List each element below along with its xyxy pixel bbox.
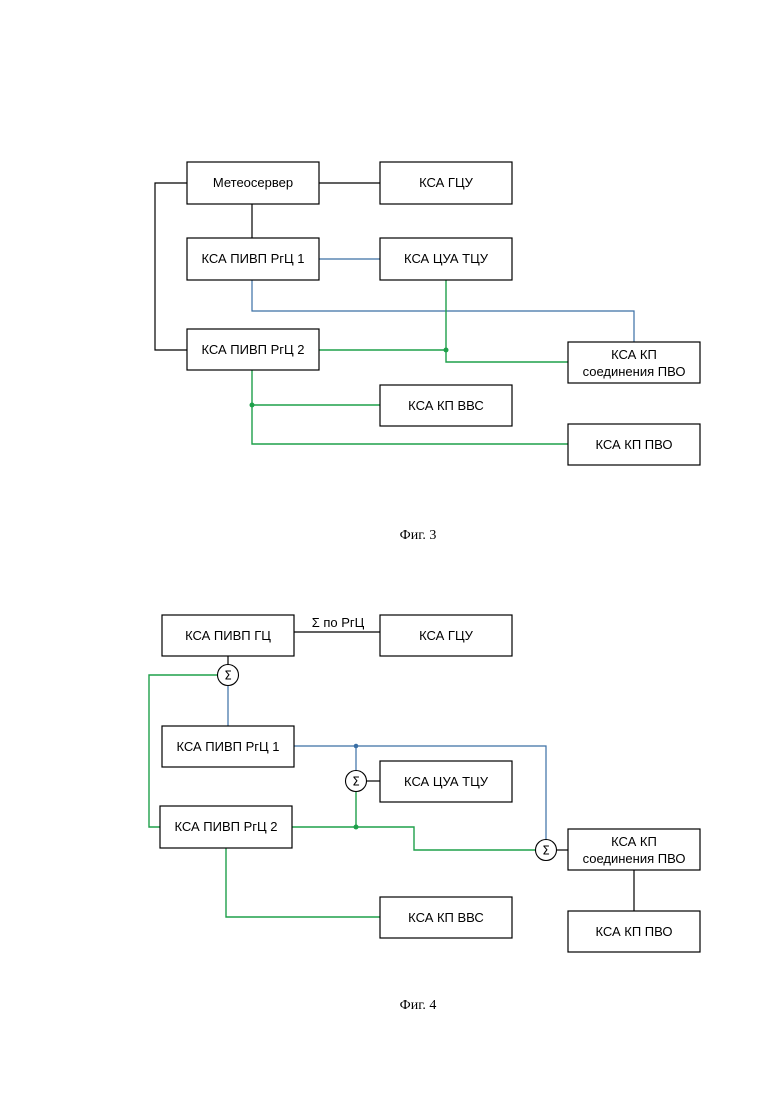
fig3-node-ksa-kp-vvs: КСА КП ВВС	[380, 385, 512, 426]
sum-symbol: Σ	[542, 844, 550, 858]
fig4-node-ksa-pivp-gc: КСА ПИВП ГЦ	[162, 615, 294, 656]
node-label: КСА ГЦУ	[419, 628, 473, 643]
fig4-node-ksa-pivp-rgc2: КСА ПИВП РгЦ 2	[160, 806, 292, 848]
fig3-caption: Фиг. 3	[400, 528, 437, 543]
fig4-edge-label: Σ по РгЦ	[312, 615, 365, 630]
fig4-caption: Фиг. 4	[400, 998, 437, 1013]
node-label-line2: соединения ПВО	[583, 364, 686, 379]
fig4-node-ksa-pivp-rgc1: КСА ПИВП РгЦ 1	[162, 726, 294, 767]
fig4-sum-node-gc: Σ	[218, 665, 239, 686]
fig3-node-ksa-cua-tcu: КСА ЦУА ТЦУ	[380, 238, 512, 280]
fig4-node-ksa-kp-pvo-link: КСА КП соединения ПВО	[568, 829, 700, 870]
node-label: КСА ПИВП РгЦ 2	[175, 819, 278, 834]
fig3-junction-dot	[250, 403, 255, 408]
fig4-junction-dot	[354, 825, 359, 830]
node-label: КСА КП ПВО	[595, 924, 672, 939]
fig3-node-ksa-kp-pvo: КСА КП ПВО	[568, 424, 700, 465]
fig4-sum-node-cua: Σ	[346, 771, 367, 792]
fig3-node-ksa-pivp-rgc1: КСА ПИВП РгЦ 1	[187, 238, 319, 280]
fig4-node-ksa-kp-vvs: КСА КП ВВС	[380, 897, 512, 938]
node-label: КСА ПИВП РгЦ 1	[202, 251, 305, 266]
fig4-node-ksa-gcu: КСА ГЦУ	[380, 615, 512, 656]
node-label: КСА ЦУА ТЦУ	[404, 774, 489, 789]
fig4-junction-dot	[354, 744, 359, 749]
node-label: КСА КП ПВО	[595, 437, 672, 452]
fig4-sum-node-kp-link: Σ	[536, 840, 557, 861]
fig4-node-ksa-cua-tcu: КСА ЦУА ТЦУ	[380, 761, 512, 802]
node-label: КСА ПИВП РгЦ 2	[202, 342, 305, 357]
fig3-node-meteoserver: Метеосервер	[187, 162, 319, 204]
fig3-node-ksa-gcu: КСА ГЦУ	[380, 162, 512, 204]
node-label: КСА ЦУА ТЦУ	[404, 251, 489, 266]
node-label: КСА ПИВП РгЦ 1	[177, 739, 280, 754]
fig4-diagram: Σ по РгЦ Σ Σ Σ	[149, 615, 700, 1013]
sum-symbol: Σ	[224, 669, 232, 683]
fig4-node-ksa-kp-pvo: КСА КП ПВО	[568, 911, 700, 952]
fig3-node-ksa-kp-pvo-link: КСА КП соединения ПВО	[568, 342, 700, 383]
node-label: КСА ПИВП ГЦ	[185, 628, 271, 643]
fig3-diagram: Метеосервер КСА ГЦУ КСА ПИВП РгЦ 1 КСА Ц…	[155, 162, 700, 543]
node-label: КСА КП ВВС	[408, 910, 484, 925]
sum-symbol: Σ	[352, 775, 360, 789]
node-label: КСА ГЦУ	[419, 175, 473, 190]
node-label-line1: КСА КП	[611, 347, 657, 362]
node-label: Метеосервер	[213, 175, 293, 190]
fig3-junction-dot	[444, 348, 449, 353]
node-label-line1: КСА КП	[611, 834, 657, 849]
node-label-line2: соединения ПВО	[583, 851, 686, 866]
fig3-node-ksa-pivp-rgc2: КСА ПИВП РгЦ 2	[187, 329, 319, 370]
node-label: КСА КП ВВС	[408, 398, 484, 413]
